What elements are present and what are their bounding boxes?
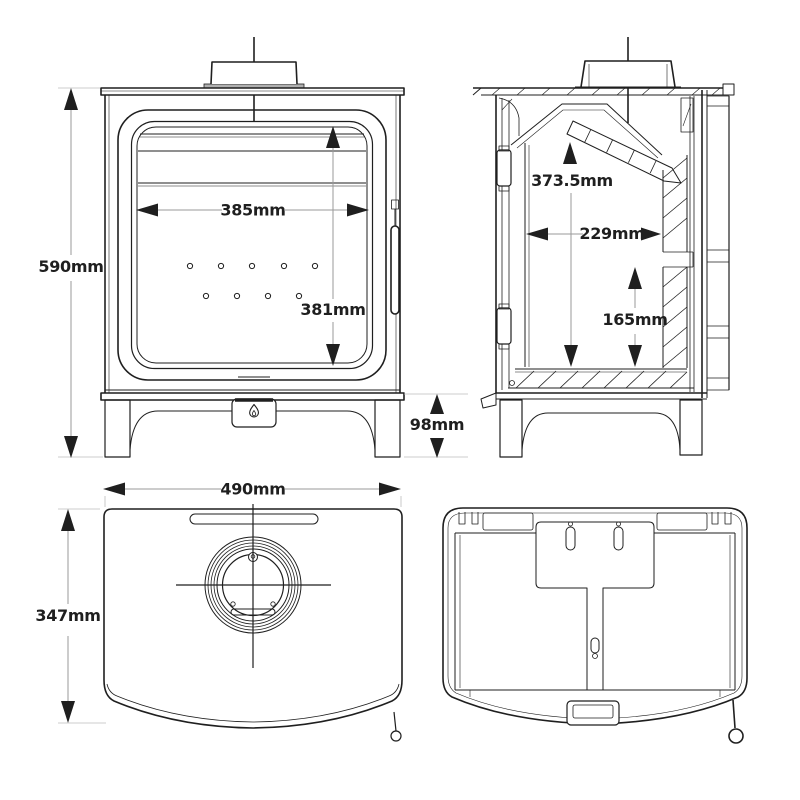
back-view (442, 507, 748, 744)
dim-leg-height: 98mm (404, 393, 468, 458)
arrow-down-icon (61, 701, 75, 723)
stove-body-front (100, 95, 405, 401)
door-side (495, 95, 520, 393)
dim-label-373-5: 373.5mm (531, 171, 613, 190)
arrow-down-icon (564, 345, 578, 367)
brand-badge (231, 398, 277, 428)
side-section-view: 373.5mm 229mm 165mm (472, 37, 735, 458)
arrow-right-icon (347, 203, 369, 217)
arrow-up-icon (563, 142, 577, 164)
arrow-up-icon (628, 267, 642, 289)
arrow-left-icon (526, 227, 548, 241)
top-plan-view: 490mm 347mm (35, 480, 403, 742)
flame-icon (249, 403, 259, 418)
arrow-right-icon (379, 482, 401, 496)
dim-glass-width: 385mm (136, 201, 369, 220)
dim-label-229: 229mm (579, 224, 644, 243)
top-plate-outline (103, 508, 403, 729)
door-hinge-top (496, 149, 512, 187)
section-ticks-top (491, 87, 721, 96)
rear-casing (689, 90, 730, 398)
arrow-down-icon (64, 436, 78, 458)
baffle-plate (510, 97, 694, 184)
arrow-right-icon (641, 227, 661, 241)
centreline-crosshair (176, 504, 331, 668)
arrow-up-icon (326, 126, 340, 148)
dim-overall-depth: 347mm (35, 508, 106, 724)
bottom-fixing-box (566, 700, 620, 726)
door-handle-front (390, 199, 400, 315)
arrow-left-icon (136, 203, 158, 217)
top-rail-brackets (458, 512, 732, 531)
dim-internal-height: 373.5mm (531, 142, 613, 367)
dim-glass-height: 381mm (300, 126, 366, 366)
top-plate-front (100, 87, 405, 96)
arrow-down-icon (430, 438, 444, 458)
door-handle-top (390, 711, 402, 742)
firebox-floor-hatch (480, 368, 707, 409)
dim-rear-internal-height: 165mm (602, 267, 668, 367)
door-handle-back (728, 699, 744, 744)
dim-internal-depth: 229mm (526, 224, 661, 243)
dim-label-381: 381mm (300, 300, 365, 319)
dim-label-490: 490mm (220, 480, 285, 499)
dim-label-590: 590mm (38, 257, 103, 276)
flue-collar-side (575, 37, 681, 123)
arrow-up-icon (64, 88, 78, 110)
air-holes (186, 262, 319, 300)
arrow-down-icon (326, 344, 340, 366)
dim-label-347: 347mm (35, 606, 100, 625)
flue-blank-bracket (535, 521, 655, 691)
dim-label-165: 165mm (602, 310, 667, 329)
arrow-up-icon (430, 394, 444, 414)
dim-overall-width: 490mm (103, 480, 402, 507)
top-vent-slot (189, 513, 319, 525)
dim-label-385: 385mm (220, 201, 285, 220)
legs-side (499, 399, 703, 458)
dim-overall-height: 590mm (38, 87, 104, 458)
door-front (117, 109, 387, 381)
rear-wall-hatch (661, 155, 694, 368)
arrow-left-icon (103, 482, 125, 496)
front-view: 590mm 385mm 381mm 98mm (38, 37, 468, 458)
arrow-down-icon (628, 345, 642, 367)
arrow-up-icon (61, 509, 75, 531)
top-plate-side (472, 83, 735, 96)
dim-label-98: 98mm (410, 415, 464, 434)
door-hinge-bottom (496, 307, 512, 345)
flue-collar-front (203, 37, 305, 121)
firebox-liner-front (524, 143, 530, 367)
